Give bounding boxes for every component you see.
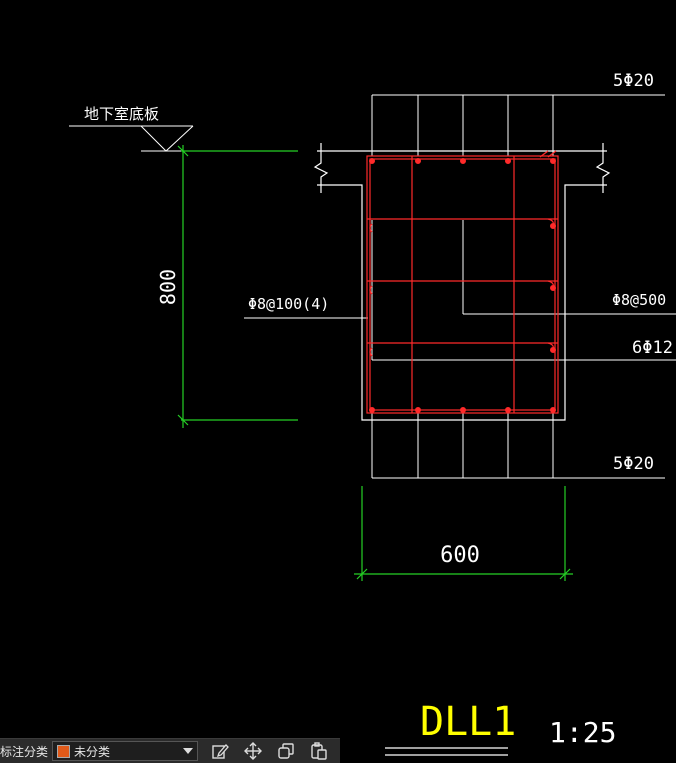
floor-label: 地下室底板 — [84, 105, 159, 123]
category-label: 标注分类 — [0, 744, 49, 759]
side-rebar-label: 6Φ12 — [632, 338, 673, 358]
width-dimension — [354, 486, 573, 581]
bottom-rebar-label: 5Φ20 — [613, 454, 654, 474]
move-button[interactable] — [242, 741, 264, 761]
floor-level-symbol — [69, 125, 194, 152]
paste-button[interactable] — [308, 741, 330, 761]
edit-icon — [212, 744, 229, 759]
stirrup-label: Φ8@100(4) — [248, 295, 329, 313]
copy-icon — [278, 743, 294, 759]
height-dimension — [177, 145, 298, 428]
annotation-toolbar: 标注分类 未分类 — [0, 738, 340, 763]
beam-title: DLL1 — [420, 699, 516, 745]
chevron-down-icon — [183, 748, 194, 754]
copy-button[interactable] — [275, 741, 297, 761]
rebar-dots — [369, 158, 556, 413]
move-icon — [244, 742, 263, 760]
edit-button[interactable] — [209, 741, 231, 761]
scale-label: 1:25 — [549, 716, 616, 749]
title-underline — [385, 747, 508, 756]
annotation-leaders — [244, 220, 676, 361]
top-rebar-label: 5Φ20 — [613, 71, 654, 91]
category-value: 未分类 — [74, 744, 111, 759]
tie-bar-label: Φ8@500 — [612, 291, 666, 309]
category-dropdown[interactable]: 未分类 — [52, 741, 199, 761]
bottom-rebar-leaders — [371, 412, 665, 479]
top-rebar-leaders — [371, 94, 665, 156]
width-dimension-label: 600 — [440, 543, 480, 568]
height-dimension-label: 800 — [156, 269, 180, 305]
paste-icon — [311, 742, 327, 760]
category-color-swatch — [57, 744, 71, 758]
